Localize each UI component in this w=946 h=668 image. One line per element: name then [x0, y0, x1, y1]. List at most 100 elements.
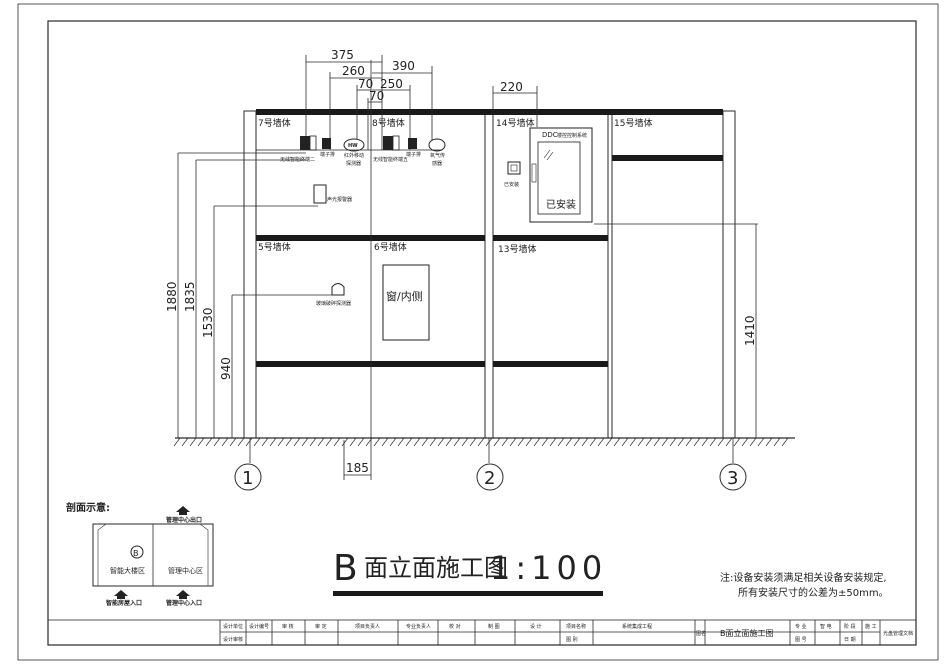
slab-mid-left [256, 235, 485, 241]
slab-top [256, 109, 723, 115]
ddc-cabinet-handle [531, 163, 537, 183]
axis-label-1: 1 [242, 468, 253, 489]
drawing-title-underline [333, 591, 603, 596]
wall-label-15: 15号墙体 [614, 117, 652, 129]
ir-detector-label-2: 探测器 [346, 160, 361, 167]
tb-date: 日 期 [844, 637, 856, 643]
ground-hatch [173, 437, 789, 447]
section-title: 剖面示意: [66, 501, 110, 514]
axis-bubble-1 [234, 463, 262, 491]
entry-smart-arrow-icon [114, 590, 128, 596]
axis-lines [249, 438, 734, 463]
wall-label-7: 7号墙体 [258, 117, 291, 129]
wall-label-8: 8号墙体 [372, 117, 405, 129]
ddc-cabinet-door [537, 141, 581, 215]
small-device-installed-label: 已安装 [504, 181, 519, 188]
dim-185: 185 [346, 461, 369, 475]
axis-bubble-2 [476, 463, 504, 491]
tb-design: 设 计 [530, 623, 542, 630]
ir-detector-label-1: 红外移动 [344, 152, 364, 159]
terminal-strip-icon-b [408, 138, 417, 149]
column-axis-3 [722, 110, 736, 439]
dim-1835: 1835 [183, 281, 197, 312]
wall-label-13: 13号墙体 [498, 243, 536, 255]
outer-frame [17, 3, 939, 661]
sound-light-alarm-label: 声光报警器 [327, 196, 352, 203]
oxygen-sensor-label-2: 感器 [432, 160, 442, 167]
terminal-strip-label-a: 端子排 [320, 151, 335, 158]
tb-discipline: 专 业 [795, 623, 807, 630]
slab-mid-center [493, 235, 608, 241]
tb-stage: 阶 段 [844, 623, 856, 630]
section-zone-smart: 智能大楼区 [110, 566, 145, 575]
section-zone-mgmt: 管理中心区 [168, 566, 203, 575]
wall-label-14: 14号墙体 [496, 117, 534, 129]
tb-review: 审 核 [282, 623, 294, 630]
tb-drawing-name-label: 图名 [696, 630, 706, 637]
dim-250: 250 [380, 77, 403, 91]
section-marker-b [130, 545, 144, 559]
section-entry-smart: 智能房屋入口 [106, 599, 142, 607]
ddc-title: DDC [542, 131, 558, 139]
dim-70-b: 70 [369, 89, 384, 103]
tb-project-lead: 项目负责人 [355, 623, 380, 630]
window-box [382, 264, 430, 341]
section-exit-label: 管理中心出口 [166, 516, 202, 524]
axis-bubble-3 [719, 463, 747, 491]
drawing-title-scale: 1:100 [490, 549, 607, 587]
wall-label-6: 6号墙体 [374, 241, 407, 253]
tb-drawing-type: 图 别 [566, 636, 578, 643]
glass-break-detector-label: 玻璃破碎探测器 [316, 300, 351, 307]
terminal-2-label: 无线智能终端二 [280, 156, 315, 163]
hw-icon-label: HW [348, 143, 358, 149]
slab-upper-right [612, 155, 723, 161]
ddc-installed-label: 已安装 [546, 198, 576, 211]
small-device-icon [507, 161, 521, 175]
glass-break-detector-icon [331, 283, 345, 296]
tb-design-number: 设计编号 [249, 623, 269, 630]
terminal-5-label: 无线智能终端五 [373, 156, 408, 163]
entry-mgmt-arrow-icon [176, 590, 190, 596]
tb-design-review: 设计审核 [223, 636, 243, 643]
dim-940: 940 [219, 357, 233, 380]
tb-drawing-name-value: B面立面施工图 [720, 628, 774, 638]
terminal-strip-icon-a [322, 138, 331, 149]
tb-stage-value: 施 工 [865, 623, 877, 630]
section-marker-label: B [133, 549, 139, 558]
tb-project-value: 系统集成工程 [622, 623, 652, 630]
axis-label-3: 3 [727, 468, 738, 489]
section-entry-mgmt: 管理中心入口 [166, 599, 202, 607]
window-label: 窗/内侧 [386, 289, 423, 303]
tb-approve: 审 定 [315, 623, 327, 630]
oxygen-sensor-label-1: 氧气传 [430, 152, 445, 159]
dim-260: 260 [342, 64, 365, 78]
slab-low-left [256, 361, 485, 367]
tb-drawing-number: 图 号 [795, 637, 807, 643]
ddc-subtitle: 楼控控制系统 [557, 132, 587, 139]
drawing-title-text: 面立面施工图 [364, 554, 508, 582]
dim-1410: 1410 [743, 315, 757, 346]
exit-arrow-icon [176, 506, 190, 512]
ddc-cabinet [529, 127, 593, 223]
terminal-5-device [383, 135, 400, 151]
title-block-grid [47, 619, 917, 646]
tb-project-name: 项目名称 [566, 623, 586, 630]
tb-discipline-value: 智 电 [820, 623, 832, 630]
dim-375: 375 [331, 48, 354, 62]
note-line-1: 注:设备安装须满足相关设备安装规定, [720, 571, 887, 584]
dim-390: 390 [392, 59, 415, 73]
dim-70-a: 70 [358, 77, 373, 91]
terminal-strip-label-b: 端子排 [406, 151, 421, 158]
left-dimension-lines [177, 152, 758, 480]
drawing-title-letter: B [333, 548, 358, 589]
dim-1880: 1880 [165, 281, 179, 312]
axis-label-2: 2 [484, 468, 495, 489]
tb-check: 校 对 [449, 623, 461, 630]
tb-design-unit: 设计单位 [223, 623, 243, 630]
tb-drawing: 制 图 [488, 623, 500, 630]
column-axis-2 [484, 110, 494, 439]
dim-220: 220 [500, 80, 523, 94]
note-line-2: 所有安装尺寸的公差为±50mm。 [738, 586, 889, 599]
